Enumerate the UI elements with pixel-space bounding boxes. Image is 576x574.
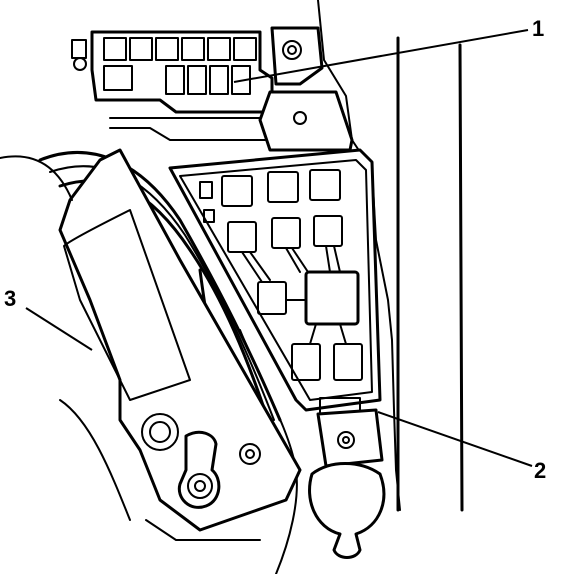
callout-leader-1 — [233, 29, 529, 83]
callout-label-2: 2 — [534, 458, 546, 483]
callout-leader-2 — [377, 411, 533, 467]
lower-bracket — [308, 408, 386, 559]
callout-leader-3 — [25, 307, 93, 351]
ground-terminal — [177, 430, 221, 509]
internal-wiring — [241, 245, 347, 345]
callout-label-1: 1 — [532, 16, 544, 41]
relay-fuse-box — [168, 148, 382, 415]
battery-bracket — [58, 148, 302, 541]
upper-fuse-slots — [103, 37, 257, 95]
body-edge-left — [0, 155, 131, 521]
upper-fuse-block — [71, 30, 274, 114]
callout-label-3: 3 — [4, 286, 16, 311]
